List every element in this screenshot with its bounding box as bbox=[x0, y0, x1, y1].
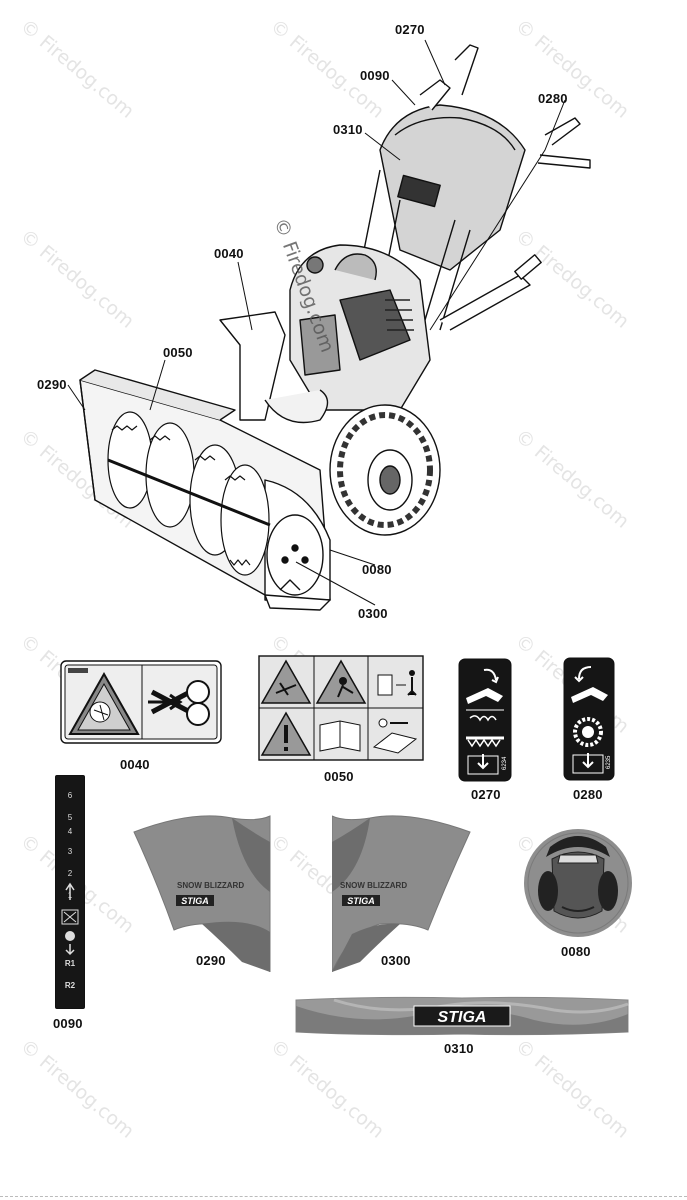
callout-0300: 0300 bbox=[358, 606, 388, 621]
decal-0310-brand: STIGA bbox=[438, 1009, 487, 1026]
decal-0270-code: 6234 bbox=[502, 756, 508, 770]
speed-level-r2: R2 bbox=[65, 981, 76, 990]
speed-level-r1: R1 bbox=[65, 959, 76, 968]
watermark: © Firedog.com bbox=[510, 1035, 634, 1143]
speed-level-4: 4 bbox=[68, 827, 73, 836]
decal-0290-model: SNOW BLIZZARD bbox=[177, 881, 244, 890]
callout-0270: 0270 bbox=[395, 22, 425, 37]
speed-level-3: 3 bbox=[68, 847, 73, 856]
callout-0040: 0040 bbox=[214, 246, 244, 261]
callout-0310: 0310 bbox=[333, 122, 363, 137]
decal-label-0270: 0270 bbox=[471, 787, 501, 802]
decal-0300-model: SNOW BLIZZARD bbox=[340, 881, 407, 890]
bottom-rule bbox=[0, 1196, 687, 1199]
decal-0290-brand: STIGA bbox=[181, 896, 209, 906]
decal-label-0280: 0280 bbox=[573, 787, 603, 802]
decal-label-0080: 0080 bbox=[561, 944, 591, 959]
decal-label-0050: 0050 bbox=[324, 769, 354, 784]
decal-0090-graphic: 6 5 4 3 2 1 R1 R2 bbox=[61, 791, 79, 990]
decal-0280-code: 6235 bbox=[606, 755, 612, 769]
speed-level-2: 2 bbox=[68, 869, 73, 878]
decal-0290: SNOW BLIZZARD STIGA bbox=[133, 815, 271, 972]
callout-0080: 0080 bbox=[362, 562, 392, 577]
decal-0090: 6 5 4 3 2 1 R1 R2 bbox=[55, 775, 85, 1009]
decal-0080 bbox=[524, 829, 632, 937]
decal-label-0290: 0290 bbox=[196, 953, 226, 968]
callout-0050: 0050 bbox=[163, 345, 193, 360]
decal-0300-brand: STIGA bbox=[347, 896, 375, 906]
decal-label-0040: 0040 bbox=[120, 757, 150, 772]
decal-0050 bbox=[258, 655, 424, 761]
callout-0090: 0090 bbox=[360, 68, 390, 83]
decal-0300: SNOW BLIZZARD STIGA bbox=[332, 815, 471, 972]
decal-0040 bbox=[60, 660, 222, 744]
callout-0280: 0280 bbox=[538, 91, 568, 106]
speed-level-5: 5 bbox=[68, 813, 73, 822]
decal-0310: STIGA bbox=[295, 996, 629, 1036]
decal-label-0310: 0310 bbox=[444, 1041, 474, 1056]
snowblower-drawing bbox=[67, 39, 591, 611]
decal-0270: 6234 bbox=[458, 658, 512, 782]
watermark: © Firedog.com bbox=[265, 1035, 389, 1143]
callout-0290: 0290 bbox=[37, 377, 67, 392]
decal-0280: 6235 bbox=[563, 657, 615, 781]
watermark: © Firedog.com bbox=[15, 1035, 139, 1143]
speed-level-6: 6 bbox=[68, 791, 73, 800]
decal-label-0090: 0090 bbox=[53, 1016, 83, 1031]
decal-label-0300: 0300 bbox=[381, 953, 411, 968]
